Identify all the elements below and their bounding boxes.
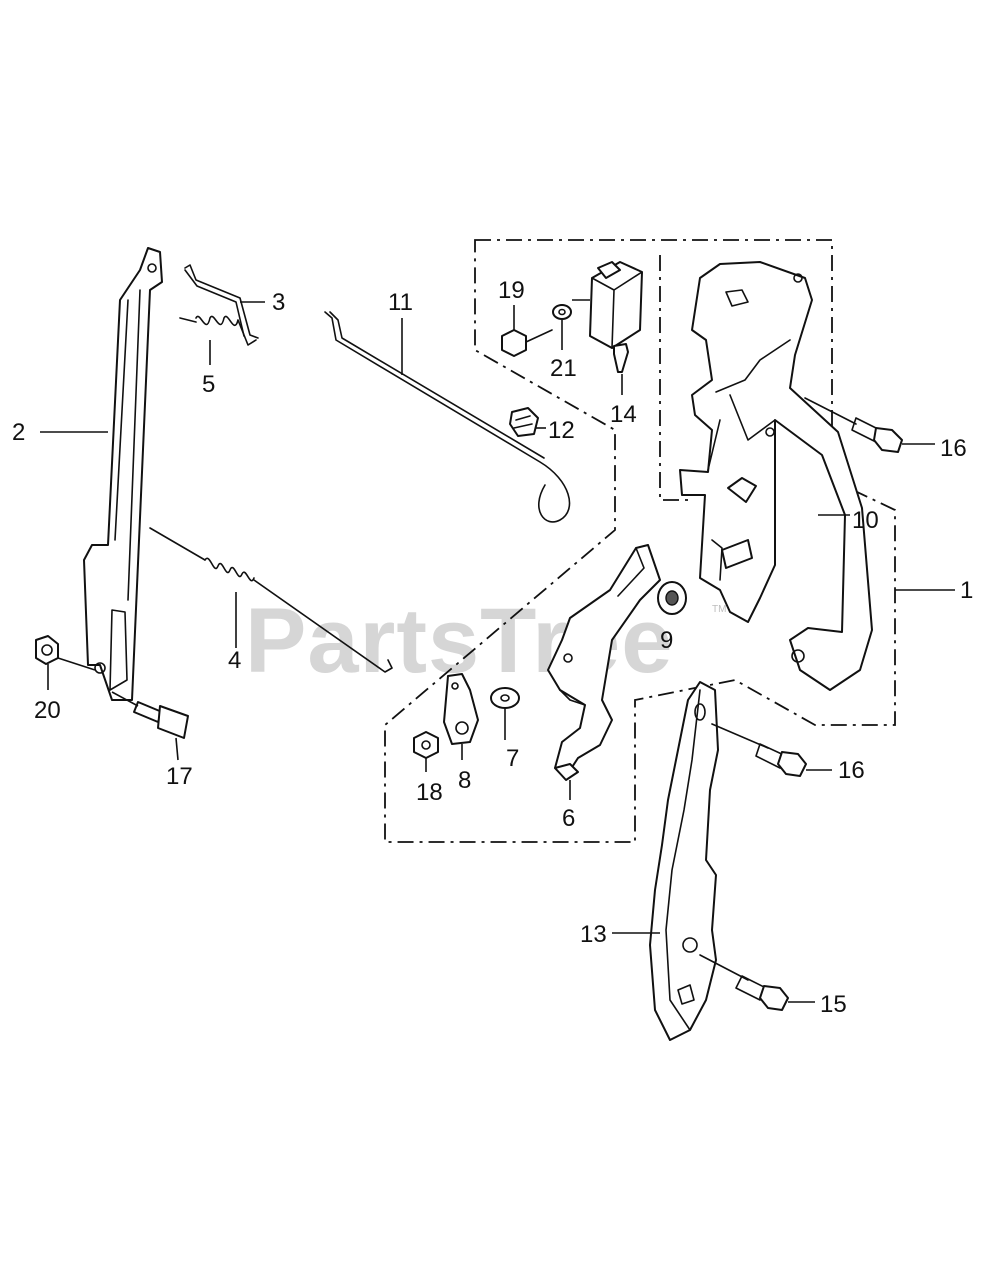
- callout-16-upper: 16: [940, 435, 967, 462]
- part-7-washer[interactable]: [490, 687, 520, 740]
- callout-17: 17: [166, 763, 193, 790]
- part-17-tab-bolt[interactable]: [111, 691, 189, 761]
- callout-10: 10: [852, 507, 879, 534]
- callout-16-lower: 16: [838, 757, 865, 784]
- part-16-flange-bolt-upper[interactable]: [804, 397, 935, 453]
- callout-1: 1: [960, 577, 973, 604]
- callout-18: 18: [416, 779, 443, 806]
- callout-4: 4: [228, 647, 241, 674]
- part-16-flange-bolt-lower[interactable]: [711, 723, 832, 777]
- callout-7: 7: [506, 745, 519, 772]
- callout-6: 6: [562, 805, 575, 832]
- part-15-bolt[interactable]: [699, 954, 815, 1011]
- part-3-governor-link[interactable]: [184, 264, 265, 339]
- callout-5: 5: [202, 371, 215, 398]
- part-5-spring[interactable]: [179, 315, 257, 365]
- callout-12: 12: [548, 417, 575, 444]
- part-4-throttle-cable[interactable]: [149, 527, 393, 673]
- part-8-lever[interactable]: [443, 673, 479, 760]
- callout-8: 8: [458, 767, 471, 794]
- part-18-nut[interactable]: [413, 731, 439, 772]
- part-11-choke-rod[interactable]: [324, 311, 571, 523]
- callout-19: 19: [498, 277, 525, 304]
- part-14-stop-switch[interactable]: [572, 261, 643, 373]
- part-10-main-bracket[interactable]: [679, 261, 955, 691]
- callout-3: 3: [272, 289, 285, 316]
- part-19-screw[interactable]: [501, 329, 553, 357]
- part-12-clip[interactable]: [509, 407, 539, 437]
- callout-13: 13: [580, 921, 607, 948]
- part-9-washer[interactable]: [657, 581, 687, 615]
- callout-11: 11: [388, 289, 413, 316]
- part-21-washer[interactable]: [552, 304, 572, 320]
- part-13-lower-plate[interactable]: [612, 681, 719, 1041]
- part-6-lever-plate[interactable]: [547, 544, 661, 800]
- callout-21: 21: [550, 355, 577, 382]
- part-20-flange-nut[interactable]: [35, 635, 96, 671]
- callout-14: 14: [610, 401, 637, 428]
- callout-9: 9: [660, 627, 673, 654]
- callout-15: 15: [820, 991, 847, 1018]
- callout-2: 2: [12, 419, 25, 446]
- part-2-rod-bracket[interactable]: [40, 247, 163, 701]
- callout-20: 20: [34, 697, 61, 724]
- assembly-boundary-switch: [659, 255, 690, 501]
- watermark-trademark: TM: [712, 604, 726, 615]
